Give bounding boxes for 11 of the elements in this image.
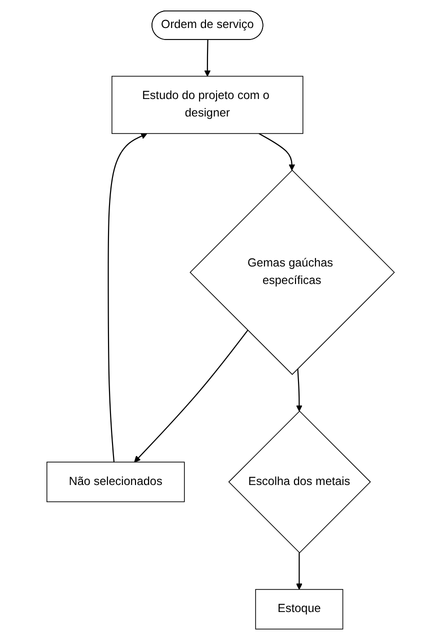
arrow bbox=[296, 368, 302, 412]
arrow bbox=[134, 330, 248, 462]
node-diamond: Gemas gaúchas específicas bbox=[190, 170, 395, 375]
node-box: Estoque bbox=[255, 589, 344, 630]
arrow bbox=[296, 552, 302, 590]
arrow bbox=[258, 133, 295, 171]
arrow bbox=[204, 40, 211, 77]
node-diamond: Escolha dos metais bbox=[228, 410, 371, 554]
node-box: Estudo do projeto com o designer bbox=[111, 76, 304, 134]
node-box: Não selecionados bbox=[46, 462, 185, 502]
arrow bbox=[108, 133, 148, 462]
